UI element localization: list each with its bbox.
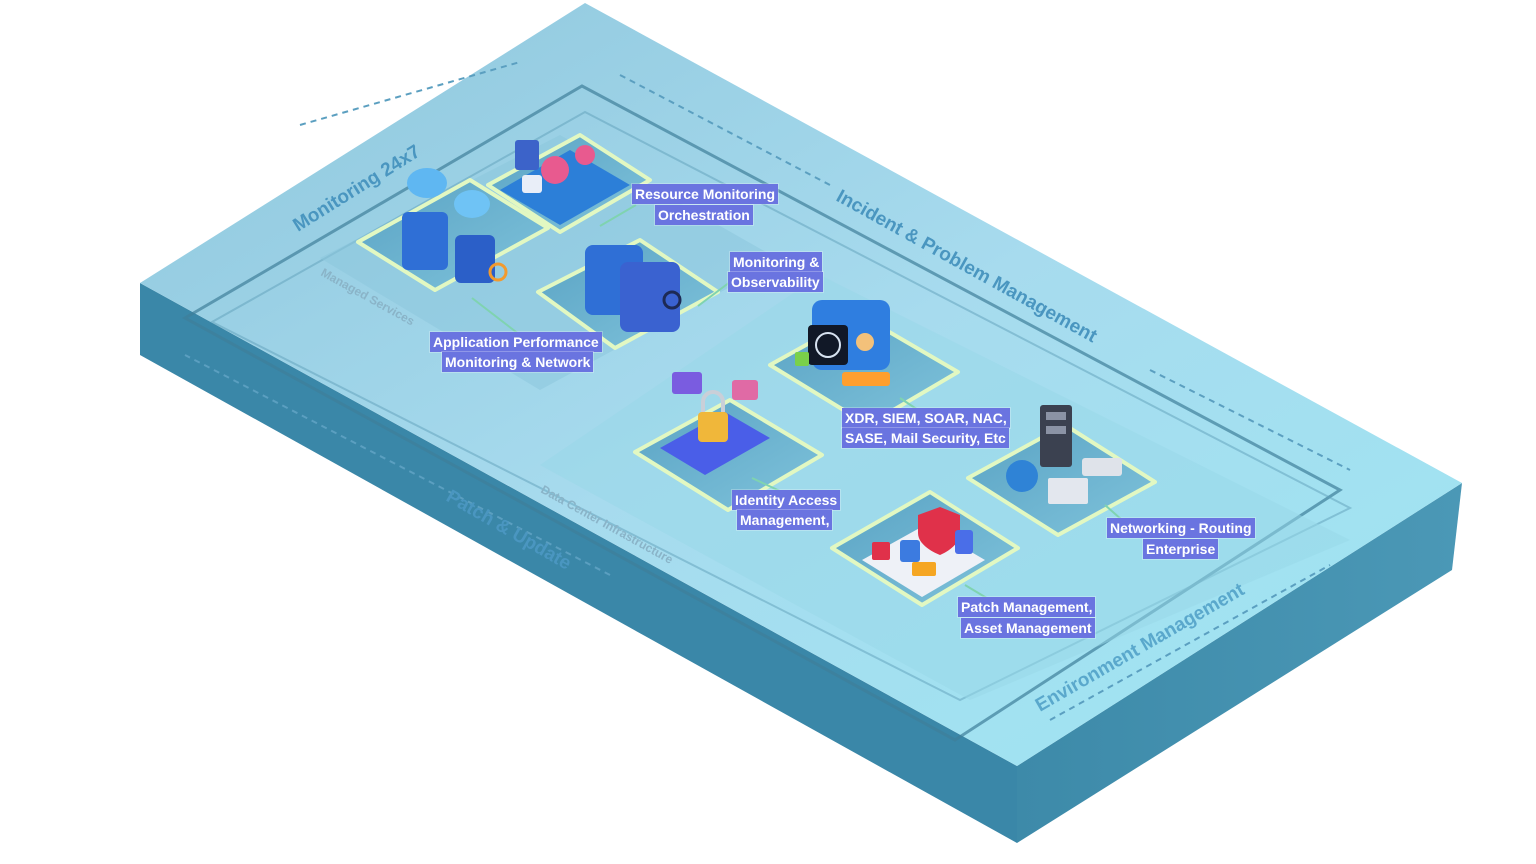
analytics-gears-icon xyxy=(541,156,569,184)
label-patch-management: Patch Management, xyxy=(958,597,1096,617)
flow-arrow-right xyxy=(1149,369,1351,471)
tile-patch-asset xyxy=(830,490,1020,607)
cloud-server-icon xyxy=(402,212,448,270)
tile-identity-access xyxy=(633,372,824,512)
flow-arrow-bottom xyxy=(1049,564,1331,721)
tile-dashboards xyxy=(536,238,720,350)
label-networking: Networking - Routing xyxy=(1107,518,1255,538)
globe-icon xyxy=(1006,460,1038,492)
label-identity-access: Identity Access xyxy=(732,490,841,510)
label-identity-management: Management, xyxy=(737,510,833,530)
zone-border-outer xyxy=(181,84,1343,742)
zone-border-inner xyxy=(209,110,1353,702)
label-resource-monitoring: Resource Monitoring xyxy=(632,184,779,204)
label-orchestration: Orchestration xyxy=(655,205,753,225)
slab-left-face xyxy=(140,283,1017,843)
label-enterprise: Enterprise xyxy=(1143,539,1219,559)
server-rack-icon xyxy=(1040,405,1072,467)
flow-arrow-top xyxy=(299,61,521,126)
label-sase: SASE, Mail Security, Etc xyxy=(842,428,1009,448)
label-apm: Application Performance xyxy=(430,332,602,352)
tile-analytics xyxy=(486,133,652,234)
router-icon xyxy=(1082,458,1122,476)
label-observability: Observability xyxy=(728,272,823,292)
label-monitoring-and: Monitoring & xyxy=(730,252,823,272)
security-shield-icon xyxy=(918,507,960,555)
tile-security-ops xyxy=(768,300,960,427)
label-asset-management: Asset Management xyxy=(961,618,1095,638)
label-apm-network: Monitoring & Network xyxy=(442,352,594,372)
tile-cloud-servers xyxy=(356,168,550,292)
flow-arrow-patch xyxy=(184,354,611,576)
label-xdr: XDR, SIEM, SOAR, NAC, xyxy=(842,408,1010,428)
padlock-icon xyxy=(698,412,728,442)
slab-front-face xyxy=(1017,483,1462,843)
